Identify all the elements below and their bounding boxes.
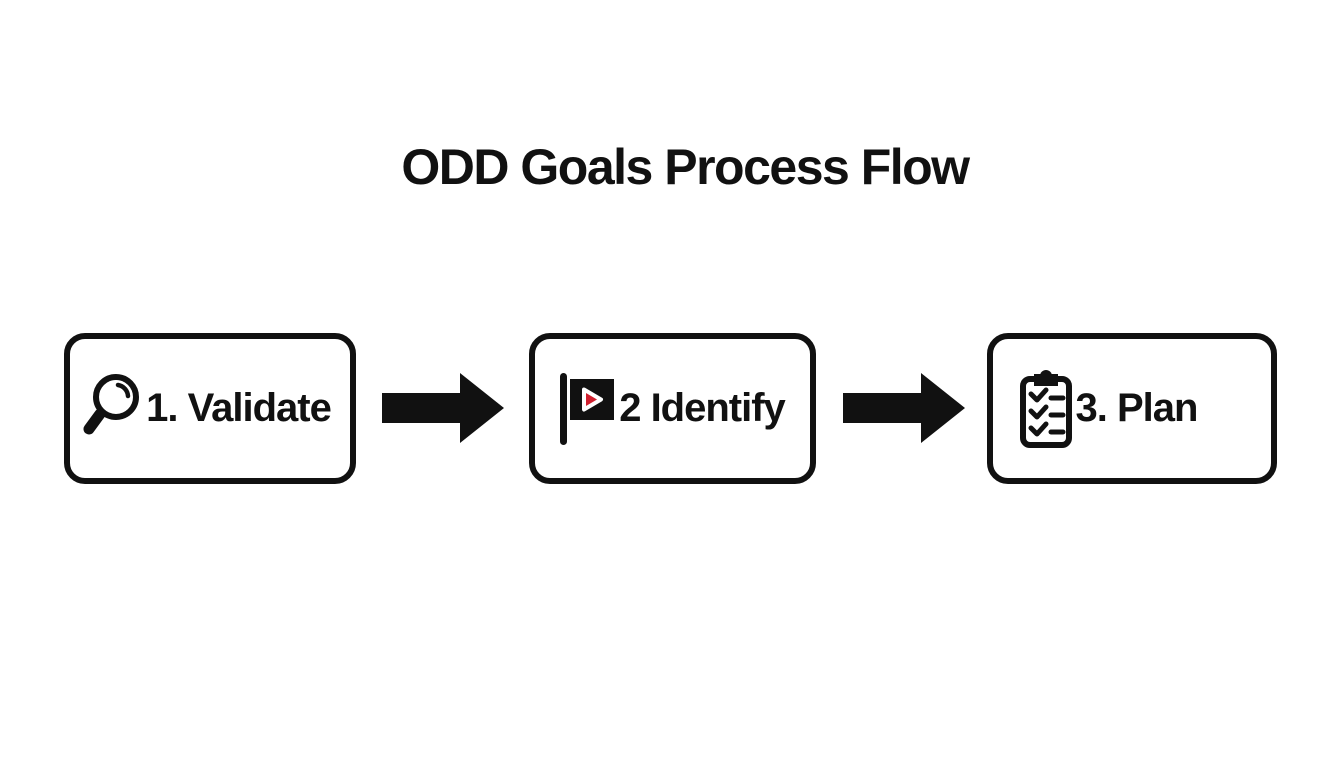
magnifier-icon bbox=[83, 372, 143, 446]
arrow-right-icon bbox=[843, 373, 965, 443]
page-title: ODD Goals Process Flow bbox=[401, 139, 970, 195]
step-box-plan: 3. Plan bbox=[987, 333, 1277, 484]
step-box-validate: 1. Validate bbox=[64, 333, 356, 484]
step-box-identify: 2 Identify bbox=[529, 333, 816, 484]
step-label: 3. Plan bbox=[1075, 386, 1199, 430]
flag-icon bbox=[560, 372, 616, 446]
step-label: 2 Identify bbox=[619, 386, 786, 430]
clipboard-checklist-icon bbox=[1019, 369, 1073, 449]
arrow-right-icon bbox=[382, 373, 504, 443]
step-label: 1. Validate bbox=[146, 386, 332, 430]
